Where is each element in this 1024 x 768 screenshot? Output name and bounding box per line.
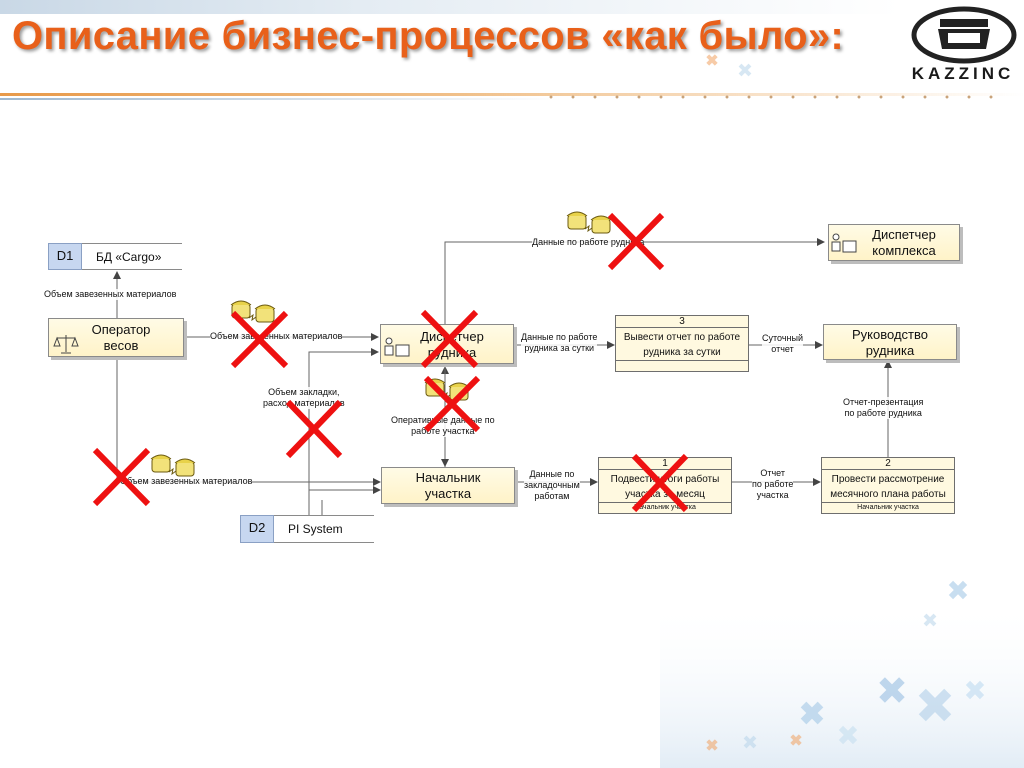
entity-mine-management: Руководство рудника: [823, 324, 957, 360]
flow-label-p1-to-p2: Отчет по работе участка: [752, 468, 794, 501]
cross-mark-icon: [230, 310, 289, 369]
flow-label-line: Объем закладки,: [268, 387, 340, 397]
entity-line: комплекса: [872, 243, 936, 258]
flow-mine-dispatcher-to-complex: [444, 238, 825, 328]
cross-mark-icon: [423, 375, 481, 433]
logo-text: KAZZINC: [911, 64, 1015, 83]
slide-title: Описание бизнес-процессов «как было»:: [12, 14, 845, 58]
process-title: Вывести отчет по работе рудника за сутки: [623, 332, 741, 358]
store-id: D1: [48, 243, 82, 270]
process-owner: Начальник участка: [822, 502, 954, 513]
person-at-computer-icon: [831, 233, 857, 253]
process-owner: Начальник участка: [599, 502, 731, 513]
store-name: БД «Cargo»: [82, 243, 182, 270]
flow-label-dispatcher-to-p3: Данные по работе рудника за сутки: [521, 332, 598, 354]
entity-line: весов: [103, 338, 139, 353]
scale-icon: [53, 335, 79, 354]
flow-label-to-d1: Объем завезенных материалов: [44, 289, 177, 300]
entity-section-chief: Начальник участка: [381, 467, 515, 504]
process-title: Провести рассмотрение месячного плана ра…: [830, 474, 946, 500]
phone-icon: [150, 454, 196, 477]
process-2: 2 Провести рассмотрение месячного плана …: [821, 457, 955, 514]
entity-line: Руководство: [852, 327, 928, 342]
flow-label-pi-to-dispatcher: Объем закладки, расход материалов: [263, 387, 345, 409]
header-dots: [540, 94, 1000, 100]
flow-label-line: Отчет-презентация: [843, 397, 924, 407]
flow-label-line: закладочным: [524, 480, 580, 490]
header-band: [0, 0, 900, 14]
entity-line: Начальник: [415, 470, 481, 485]
process-number: 3: [616, 316, 748, 328]
flow-label-line: Данные по работе: [521, 332, 598, 342]
phone-icon: [566, 211, 612, 234]
process-number: 1: [599, 458, 731, 470]
process-3: 3 Вывести отчет по работе рудника за сут…: [615, 315, 749, 372]
flow-label-line: участка: [756, 490, 789, 500]
entity-line: участка: [424, 486, 472, 501]
flow-pi-to-mine-dispatcher: [308, 348, 379, 515]
flow-label-line: Данные по: [529, 469, 575, 479]
flow-label-line: Отчет: [760, 468, 786, 478]
flow-label-line: расход материалов: [263, 398, 345, 408]
entity-line: Диспетчер: [872, 227, 936, 242]
flow-label-line: по работе: [752, 479, 794, 489]
person-at-computer-icon: [384, 337, 410, 357]
entity-mine-dispatcher: Диспетчер рудника: [380, 324, 514, 364]
flow-label-line: Оперативные данные по: [391, 415, 495, 425]
kazzinc-logo-icon: [911, 6, 1017, 64]
data-store-d1: D1 БД «Cargo»: [48, 243, 182, 270]
header-rule-secondary: [0, 98, 560, 100]
cross-mark-icon: [631, 453, 689, 513]
process-number: 2: [822, 458, 954, 470]
flow-label-line: рудника за сутки: [524, 343, 595, 353]
flow-label-line: отчет: [771, 344, 794, 354]
cross-mark-icon: [420, 309, 479, 369]
cross-mark-icon: [607, 212, 665, 271]
entity-line: рудника: [865, 343, 915, 358]
flow-label-line: работам: [534, 491, 570, 501]
flow-label-chief-to-p1: Данные по закладочным работам: [524, 469, 580, 502]
phone-icon: [230, 300, 276, 323]
entity-line: Оператор: [91, 322, 151, 337]
flow-label-to-complex: Данные по работе рудника: [532, 237, 645, 248]
flow-label-line: Суточный: [762, 333, 803, 343]
cross-mark-icon: [285, 399, 343, 459]
flow-label-line: по работе рудника: [844, 408, 922, 418]
flow-label-p3-to-management: Суточный отчет: [762, 333, 803, 355]
data-store-d2: D2 PI System: [240, 515, 374, 543]
flow-label-p2-to-management: Отчет-презентация по работе рудника: [843, 397, 924, 419]
flow-label-op-to-chief: Объем завезенных материалов: [120, 476, 253, 487]
store-id: D2: [240, 515, 274, 543]
store-name: PI System: [274, 515, 374, 543]
process-owner: [616, 360, 748, 371]
flow-label-op-to-dispatcher: Объем завезенных материалов: [210, 331, 343, 342]
header-rule: [0, 93, 1024, 96]
cross-mark-icon: [92, 447, 151, 507]
flow-label-line: работе участка: [411, 426, 475, 436]
